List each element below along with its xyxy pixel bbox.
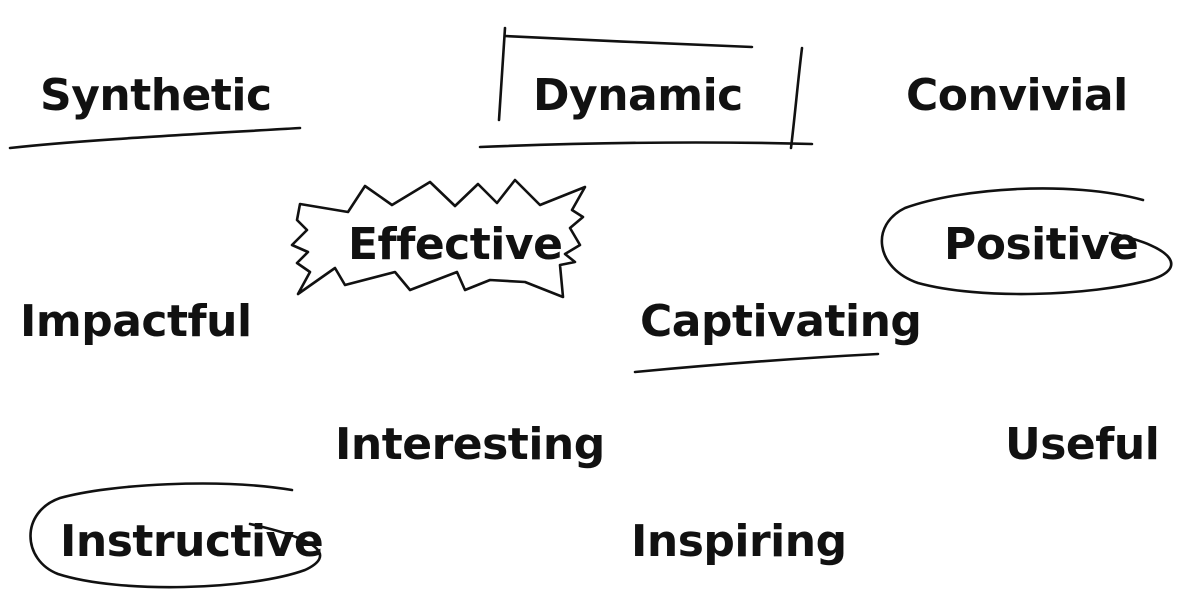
word-inspiring: Inspiring [631,516,847,567]
word-interesting: Interesting [335,419,605,470]
word-dynamic: Dynamic [533,70,743,121]
dynamic-box-left [497,26,507,122]
captivating-underline [633,352,880,374]
word-captivating: Captivating [640,296,922,347]
dynamic-box-right [789,46,804,150]
word-impactful: Impactful [20,296,252,347]
dynamic-box-bottom [478,141,814,149]
dynamic-box-top [503,34,754,49]
word-synthetic: Synthetic [40,70,272,121]
word-effective: Effective [348,219,563,270]
word-instructive: Instructive [60,516,324,567]
word-convivial: Convivial [906,70,1128,121]
synthetic-underline [8,126,302,150]
word-positive: Positive [944,219,1139,270]
word-useful: Useful [1005,419,1160,470]
